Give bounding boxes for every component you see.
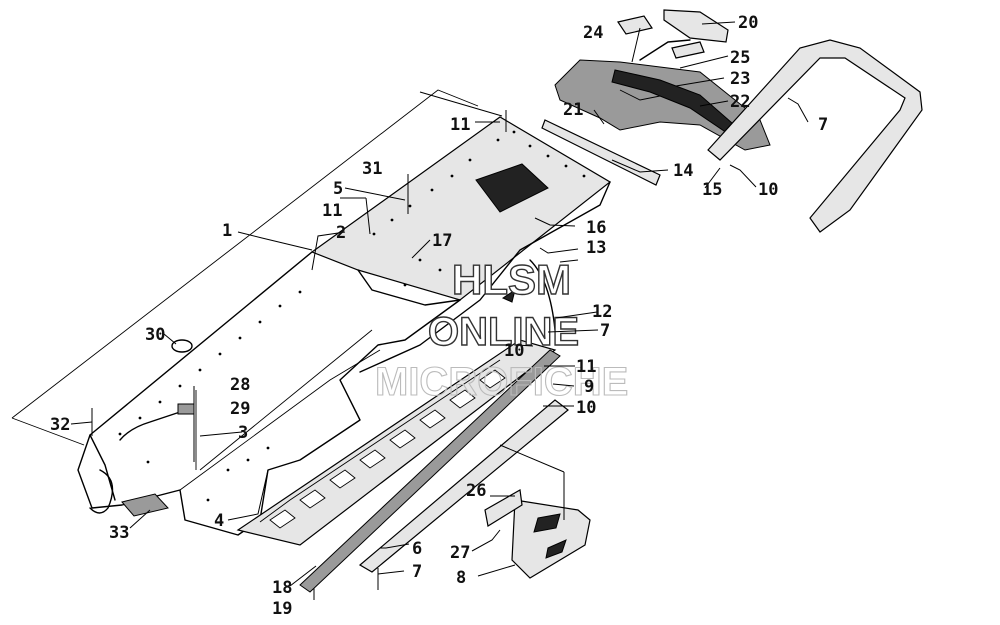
flap-bracket	[541, 119, 661, 186]
callout-1: 1	[222, 221, 232, 241]
callout-13: 13	[586, 238, 606, 258]
callout-16: 16	[586, 218, 606, 238]
callout-26: 26	[466, 481, 486, 501]
callout-12: 12	[592, 302, 612, 322]
callout-19: 19	[272, 599, 292, 619]
callout-8: 8	[456, 568, 466, 588]
tunnel-body	[77, 116, 612, 536]
callout-11c: 11	[576, 357, 596, 377]
small-parts	[121, 259, 556, 517]
callout-31: 31	[362, 159, 382, 179]
callout-3: 3	[238, 423, 248, 443]
callout-30: 30	[145, 325, 165, 345]
callout-7c: 7	[412, 562, 422, 582]
callout-15: 15	[702, 180, 722, 200]
callout-5: 5	[333, 179, 343, 199]
callout-18: 18	[272, 578, 292, 598]
callout-9: 9	[584, 377, 594, 397]
callout-2: 2	[336, 223, 346, 243]
running-board	[236, 339, 569, 593]
callout-25: 25	[730, 48, 750, 68]
callout-labels: 1 2 3 4 5 6 7 7 7 8 9 10 10 10 11 11 11 …	[50, 13, 828, 619]
foot-bracket	[484, 489, 591, 579]
watermark-line1: HLSM	[452, 256, 571, 303]
callout-10c: 10	[576, 398, 596, 418]
callout-21: 21	[563, 100, 583, 120]
callout-22: 22	[730, 92, 750, 112]
callout-4: 4	[214, 511, 224, 531]
leader-lines	[70, 21, 809, 600]
watermark-line3: MICROFICHE	[375, 360, 628, 404]
callout-28: 28	[230, 375, 250, 395]
callout-24: 24	[583, 23, 603, 43]
callout-10a: 10	[758, 180, 778, 200]
callout-27: 27	[450, 543, 470, 563]
callout-14: 14	[673, 161, 693, 181]
callout-6: 6	[412, 539, 422, 559]
callout-17: 17	[432, 231, 452, 251]
callout-32: 32	[50, 415, 70, 435]
grab-handle	[617, 9, 729, 61]
callout-7a: 7	[818, 115, 828, 135]
callout-33: 33	[109, 523, 129, 543]
watermark: HLSM ONLINE MICROFICHE	[374, 255, 628, 404]
callout-10b: 10	[504, 341, 524, 361]
assembly-bracket	[11, 89, 479, 446]
rivet-holes	[118, 130, 586, 502]
callout-11b: 11	[322, 201, 342, 221]
callout-23: 23	[730, 69, 750, 89]
rear-bumper	[707, 39, 923, 233]
callout-29: 29	[230, 399, 250, 419]
wiring-harness	[119, 390, 197, 470]
callout-7b: 7	[600, 321, 610, 341]
callout-20: 20	[738, 13, 758, 33]
callout-11a: 11	[450, 115, 470, 135]
